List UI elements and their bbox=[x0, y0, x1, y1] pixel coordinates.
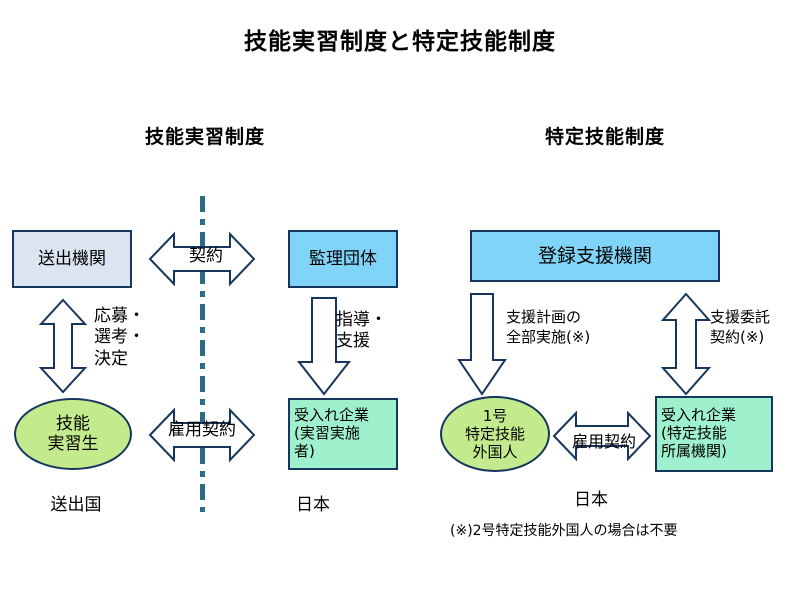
label-application-line3: 決定 bbox=[94, 348, 128, 369]
node-trainee-line1: 技能 bbox=[56, 413, 90, 434]
label-application-line1: 応募・ bbox=[94, 306, 145, 326]
label-support-contract-line1: 支援委託 bbox=[710, 308, 771, 326]
label-guidance-line2: 支援 bbox=[336, 331, 370, 352]
label-application-selection-decision: 応募・ 選考・ 決定 bbox=[94, 306, 204, 370]
label-employment-contract-left: 雇用契約 bbox=[168, 420, 236, 440]
label-support-plan-line2: 全部実施(※) bbox=[506, 327, 591, 346]
node-ssw-line3: 外国人 bbox=[472, 443, 518, 461]
node-host-company-training-line2: (実習実施 bbox=[294, 424, 360, 443]
label-contract: 契約 bbox=[189, 246, 223, 266]
node-registered-support-organization[interactable]: 登録支援機関 bbox=[470, 230, 720, 282]
node-host-company-ssw-line2: (特定技能 bbox=[661, 424, 727, 443]
node-sending-organization[interactable]: 送出機関 bbox=[12, 230, 132, 288]
label-guidance-line1: 指導・ bbox=[336, 310, 387, 330]
node-technical-intern-trainee[interactable]: 技能 実習生 bbox=[14, 398, 132, 470]
node-ssw-line2: 特定技能 bbox=[464, 425, 525, 443]
node-host-company-ssw-line1: 受入れ企業 bbox=[661, 406, 737, 425]
node-trainee-line2: 実習生 bbox=[47, 434, 99, 454]
caption-sending-country: 送出国 bbox=[50, 495, 102, 515]
caption-japan-right: 日本 bbox=[574, 490, 608, 510]
section-heading-specified-skilled: 特定技能制度 bbox=[544, 126, 665, 148]
country-divider-line bbox=[200, 196, 205, 512]
caption-japan-left: 日本 bbox=[296, 495, 330, 515]
node-host-company-training-line3: 者) bbox=[294, 441, 315, 460]
arrow-support-plan-down bbox=[456, 292, 508, 396]
node-specified-skilled-worker[interactable]: 1号 特定技能 外国人 bbox=[440, 396, 550, 472]
node-host-company-training[interactable]: 受入れ企業 (実習実施 者) bbox=[288, 398, 398, 470]
section-heading-technical-intern: 技能実習制度 bbox=[144, 126, 265, 148]
label-support-contract-line2: 契約(※) bbox=[710, 327, 765, 346]
label-guidance-support: 指導・ 支援 bbox=[336, 310, 426, 353]
label-support-plan: 支援計画の 全部実施(※) bbox=[506, 308, 656, 347]
arrow-support-contract-double bbox=[660, 292, 712, 396]
node-host-company-ssw-line3: 所属機関) bbox=[661, 441, 727, 460]
node-host-company-ssw[interactable]: 受入れ企業 (特定技能 所属機関) bbox=[655, 396, 773, 472]
node-ssw-line1: 1号 bbox=[482, 407, 508, 425]
node-registered-support-organization-label: 登録支援機関 bbox=[537, 244, 652, 267]
arrow-application-double bbox=[38, 298, 88, 394]
node-supervising-organization-label: 監理団体 bbox=[309, 248, 377, 269]
page-title: 技能実習制度と特定技能制度 bbox=[244, 29, 556, 55]
label-support-contract: 支援委託 契約(※) bbox=[710, 308, 800, 347]
node-supervising-organization[interactable]: 監理団体 bbox=[288, 230, 398, 288]
label-employment-contract-right: 雇用契約 bbox=[571, 432, 636, 451]
label-support-plan-line1: 支援計画の bbox=[506, 308, 582, 326]
label-application-line2: 選考・ bbox=[94, 327, 145, 348]
footnote-text: (※)2号特定技能外国人の場合は不要 bbox=[450, 523, 678, 539]
node-host-company-training-line1: 受入れ企業 bbox=[294, 406, 370, 425]
node-sending-organization-label: 送出機関 bbox=[38, 248, 106, 269]
